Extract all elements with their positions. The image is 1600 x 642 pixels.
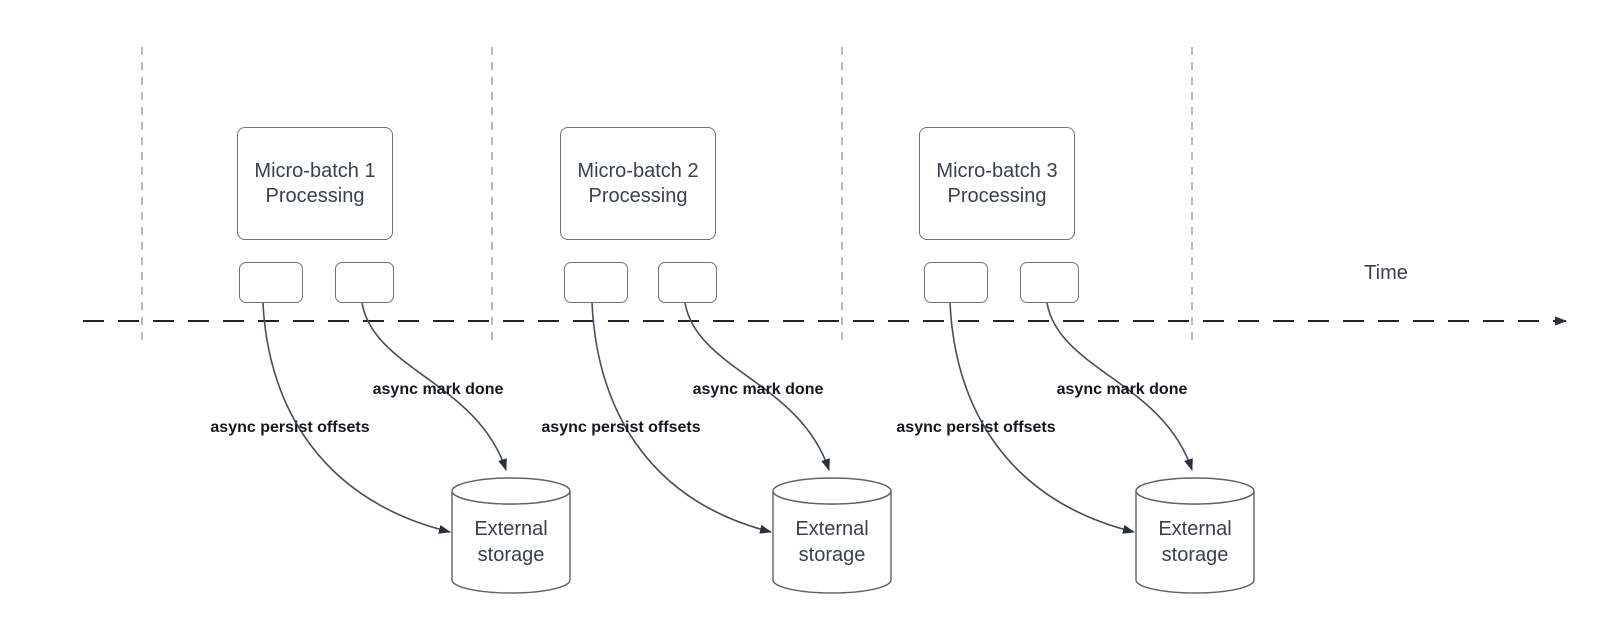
micro-batch-3-processing-box: Micro-batch 3 Processing [919,127,1075,240]
persist-offsets-task-box-3 [924,262,988,303]
external-storage-label-2: External storage [767,516,897,568]
external-storage-line2-2: storage [798,544,866,566]
micro-batch-2-title: Micro-batch 2 [577,159,699,182]
micro-batch-1-processing-box: Micro-batch 1 Processing [237,127,393,240]
micro-batch-3-subtitle: Processing [947,184,1047,207]
external-storage-label-1: External storage [446,516,576,568]
persist-offsets-task-box-1 [239,262,303,303]
flow-arrows [262,302,1193,534]
persist-offsets-label-3: async persist offsets [896,419,1056,436]
external-storage-line1-3: External [1158,518,1232,540]
micro-batch-3-title: Micro-batch 3 [936,159,1058,182]
mark-done-label-3: async mark done [1056,381,1188,398]
storage-cylinder-top-2 [772,477,892,505]
external-storage-line2-3: storage [1161,544,1229,566]
storage-cylinder-top-1 [451,477,571,505]
persist-offsets-task-box-2 [564,262,628,303]
mark-done-arrow-2 [684,302,830,471]
mark-done-task-box-2 [658,262,717,303]
persist-offsets-label-1: async persist offsets [210,419,370,436]
persist-offsets-arrow-2 [591,302,772,534]
batch-boundary-guides [141,47,1193,340]
mark-done-label-2: async mark done [692,381,824,398]
external-storage-label-3: External storage [1130,516,1260,568]
micro-batch-1-subtitle: Processing [265,184,365,207]
persist-offsets-arrow-1 [262,302,451,534]
external-storage-line1-1: External [474,518,548,540]
mark-done-arrow-3 [1046,302,1193,471]
micro-batch-1-title: Micro-batch 1 [254,159,376,182]
micro-batch-2-subtitle: Processing [588,184,688,207]
persist-offsets-arrow-3 [949,302,1135,534]
micro-batch-2-processing-box: Micro-batch 2 Processing [560,127,716,240]
persist-offsets-label-2: async persist offsets [541,419,701,436]
external-storage-line1-2: External [795,518,869,540]
mark-done-task-box-1 [335,262,394,303]
storage-cylinder-top-3 [1135,477,1255,505]
storage-cylinders [451,477,1255,594]
time-axis-label: Time [1364,262,1408,284]
mark-done-arrow-1 [361,302,507,471]
mark-done-task-box-3 [1020,262,1079,303]
external-storage-line2-1: storage [477,544,545,566]
mark-done-label-1: async mark done [372,381,504,398]
